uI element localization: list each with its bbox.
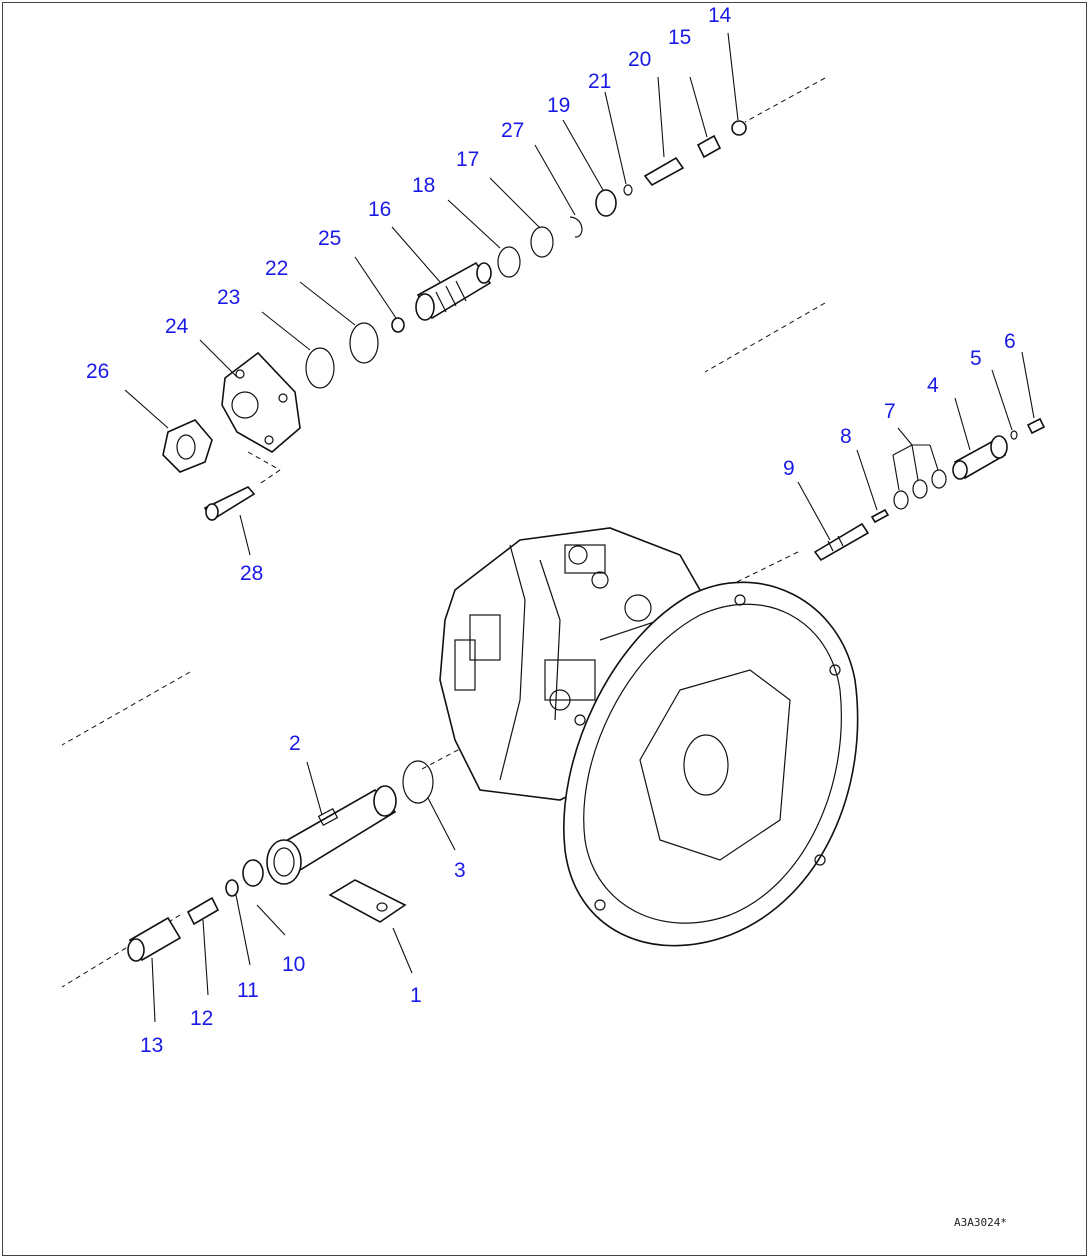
part-8-pin bbox=[870, 508, 890, 524]
label-part-6: 6 bbox=[1004, 330, 1016, 353]
part-22-o-ring bbox=[349, 322, 379, 364]
label-part-15: 15 bbox=[668, 26, 691, 49]
part-14-plug bbox=[731, 120, 747, 136]
part-3-o-ring bbox=[402, 760, 434, 804]
part-labels: 1 2 3 4 5 6 7 8 9 10 11 12 13 14 15 16 1… bbox=[86, 4, 1016, 1057]
label-part-10: 10 bbox=[282, 953, 305, 976]
part-23-o-ring bbox=[305, 347, 335, 389]
part-20-piston bbox=[643, 156, 685, 187]
part-17-ring bbox=[530, 226, 554, 258]
label-part-5: 5 bbox=[970, 347, 982, 370]
label-part-18: 18 bbox=[412, 174, 435, 197]
part-11-cap bbox=[225, 879, 239, 897]
label-part-22: 22 bbox=[265, 257, 288, 280]
label-part-28: 28 bbox=[240, 562, 263, 585]
label-part-8: 8 bbox=[840, 425, 852, 448]
mounting-flange bbox=[563, 581, 859, 947]
drawing-code: A3A3024* bbox=[954, 1216, 1007, 1229]
part-18-ring bbox=[497, 246, 521, 278]
part-1-block bbox=[328, 879, 407, 923]
label-part-2: 2 bbox=[289, 732, 301, 755]
right-assembly bbox=[813, 417, 1046, 562]
part-19-ring bbox=[595, 189, 617, 217]
label-part-4: 4 bbox=[927, 374, 939, 397]
label-part-3: 3 bbox=[454, 859, 466, 882]
part-6-plug bbox=[1026, 417, 1046, 435]
label-part-11: 11 bbox=[237, 979, 259, 1002]
part-15-spring bbox=[696, 134, 722, 159]
label-part-17: 17 bbox=[456, 148, 479, 171]
part-26-nut bbox=[162, 419, 213, 473]
part-24-flange-block bbox=[221, 351, 301, 453]
label-part-16: 16 bbox=[368, 198, 391, 221]
part-27-snap-ring bbox=[569, 216, 583, 238]
label-part-25: 25 bbox=[318, 227, 341, 250]
part-10-washer bbox=[242, 859, 264, 887]
label-part-12: 12 bbox=[190, 1007, 213, 1030]
upper-assembly bbox=[162, 120, 747, 522]
lower-assembly bbox=[127, 760, 434, 962]
label-part-23: 23 bbox=[217, 286, 240, 309]
label-part-7: 7 bbox=[884, 400, 896, 423]
part-5-ball bbox=[1010, 430, 1018, 440]
part-7-ring-b bbox=[912, 479, 928, 499]
label-part-19: 19 bbox=[547, 94, 570, 117]
part-7-ring-a bbox=[893, 490, 909, 510]
label-part-1: 1 bbox=[410, 984, 422, 1007]
label-part-13: 13 bbox=[140, 1034, 163, 1057]
label-part-27: 27 bbox=[501, 119, 524, 142]
part-25-plug bbox=[391, 317, 405, 333]
part-21-ball bbox=[623, 184, 633, 196]
label-part-24: 24 bbox=[165, 315, 189, 338]
part-7-ring-c bbox=[931, 469, 947, 489]
label-part-9: 9 bbox=[783, 457, 795, 480]
part-12-spring bbox=[186, 896, 220, 926]
label-part-26: 26 bbox=[86, 360, 109, 383]
leader-lines bbox=[124, 32, 1035, 1023]
label-part-14: 14 bbox=[708, 4, 732, 27]
label-part-20: 20 bbox=[628, 48, 651, 71]
label-part-21: 21 bbox=[588, 70, 611, 93]
